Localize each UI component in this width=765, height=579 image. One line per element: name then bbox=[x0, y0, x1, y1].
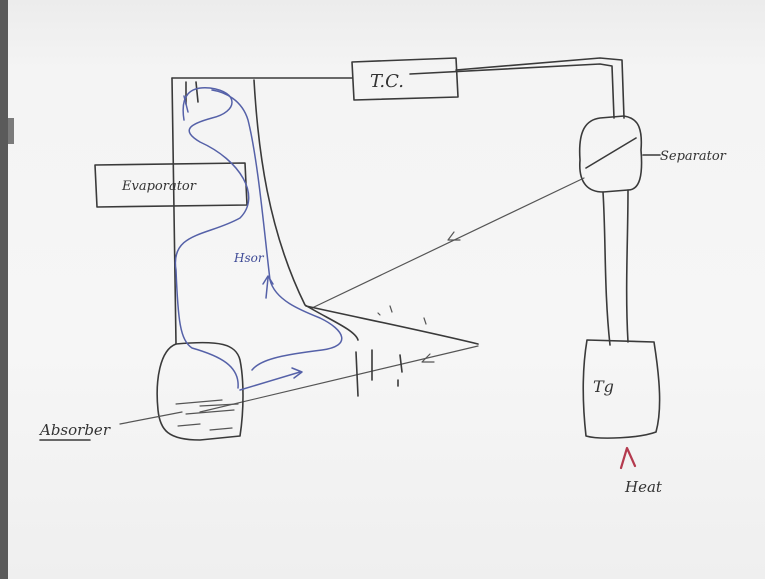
tc-box: T.C. bbox=[352, 58, 458, 100]
heat-label: Heat bbox=[624, 478, 663, 496]
absorber-vessel: Absorber bbox=[38, 343, 243, 440]
tc-to-separator-pipe bbox=[410, 58, 624, 118]
generator-label: Tg bbox=[593, 377, 614, 396]
main-loop-pipe bbox=[172, 78, 358, 344]
evaporator-box: Evaporator bbox=[95, 163, 247, 207]
return-wedge bbox=[200, 306, 478, 412]
separator-label: Separator bbox=[660, 149, 727, 164]
evaporator-label: Evaporator bbox=[121, 179, 197, 194]
generator-vessel: Tg bbox=[583, 340, 660, 438]
heat-arrow: Heat bbox=[621, 448, 663, 496]
tc-label: T.C. bbox=[370, 71, 404, 92]
separator-vessel: Separator bbox=[580, 116, 727, 192]
hsor-label: Hsor bbox=[233, 251, 265, 265]
separator-return-line bbox=[312, 178, 584, 308]
absorber-label: Absorber bbox=[38, 421, 111, 439]
separator-to-generator-pipe bbox=[603, 190, 628, 345]
